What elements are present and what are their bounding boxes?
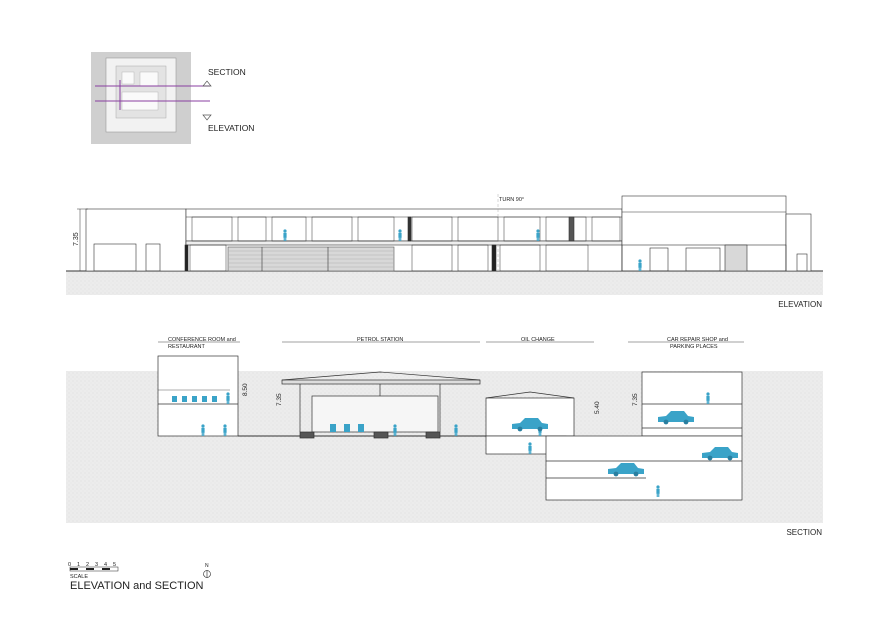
elevation-height-dim: 7.35	[73, 232, 80, 246]
elevation-ground	[66, 271, 823, 295]
section-title: SECTION	[786, 528, 822, 537]
key-section-label: SECTION	[208, 67, 246, 77]
scale-label: SCALE	[70, 574, 88, 580]
drawing-title: ELEVATION and SECTION	[70, 580, 204, 592]
section-arrow-icon	[202, 80, 212, 87]
elevation-drawing	[66, 194, 823, 295]
section-dim-repair: 7.35	[632, 393, 639, 406]
zone-conference-line2: RESTAURANT	[168, 344, 206, 350]
scale-tick-3: 3	[95, 562, 98, 568]
section-drawing	[66, 355, 823, 523]
section-dim-petrol: 7.35	[276, 393, 283, 406]
scale-tick-2: 2	[86, 562, 89, 568]
section-dim-conference: 8.50	[242, 383, 249, 396]
scale-tick-5: 5	[113, 562, 116, 568]
scale-bar	[69, 566, 119, 572]
zone-repair-line1: CAR REPAIR SHOP and	[667, 337, 728, 343]
key-elevation-label: ELEVATION	[208, 123, 254, 133]
scale-tick-0: 0	[68, 562, 71, 568]
elevation-title: ELEVATION	[778, 300, 822, 309]
north-label: N	[205, 563, 209, 569]
scale-tick-4: 4	[104, 562, 107, 568]
scale-tick-1: 1	[77, 562, 80, 568]
elevation-arrow-icon	[202, 114, 212, 121]
section-dim-oil: 5.40	[594, 401, 601, 414]
north-arrow-icon	[203, 570, 211, 578]
zone-conference-line1: CONFERENCE ROOM and	[168, 337, 236, 343]
zone-petrol-station: PETROL STATION	[357, 337, 403, 343]
zone-repair-line2: PARKING PLACES	[670, 344, 718, 350]
key-plan: SECTION ELEVATION	[91, 52, 254, 144]
elevation-turn-note: TURN 90°	[499, 197, 524, 203]
zone-oil-change: OIL CHANGE	[521, 337, 555, 343]
